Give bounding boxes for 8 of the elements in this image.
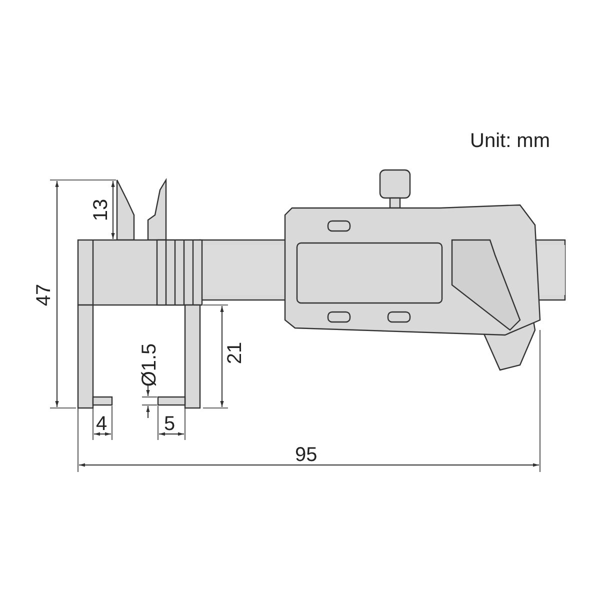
dimension-value: 21 [225, 342, 246, 364]
dimension-value: 95 [295, 445, 318, 465]
dimension-value: 5 [164, 414, 176, 434]
unit-note: Unit: mm [470, 131, 550, 151]
dimension-value: 4 [96, 414, 108, 434]
dimension-value: Ø1.5 [140, 343, 160, 387]
dimension-value: 47 [34, 284, 54, 306]
dimension-value: 13 [91, 198, 112, 222]
